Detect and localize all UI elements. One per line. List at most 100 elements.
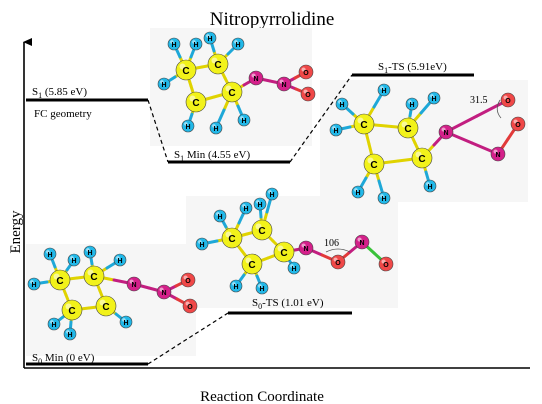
hydrogen-symbol: H	[185, 124, 190, 131]
carbon-symbol: C	[192, 98, 199, 109]
oxygen-symbol: O	[185, 278, 191, 285]
atom-highlight	[333, 257, 338, 262]
atom-highlight	[493, 149, 498, 154]
angle-s0-ts: 106	[324, 238, 339, 249]
carbon-symbol: C	[214, 60, 221, 71]
atom-highlight	[66, 330, 70, 334]
energy-axis-label: Energy	[8, 210, 24, 254]
atom-highlight	[212, 124, 216, 128]
oxygen-symbol: O	[303, 70, 309, 77]
atom-highlight	[503, 95, 508, 100]
carbon-symbol: C	[280, 248, 287, 259]
atom-highlight	[30, 280, 34, 284]
atom-highlight	[184, 122, 188, 126]
atom-highlight	[245, 257, 252, 264]
nitrogen-symbol: N	[253, 76, 258, 83]
hydrogen-symbol: H	[291, 266, 296, 273]
atom-highlight	[251, 73, 256, 78]
hydrogen-symbol: H	[199, 242, 204, 249]
hydrogen-symbol: H	[257, 202, 262, 209]
atom-highlight	[159, 287, 164, 292]
atom-highlight	[401, 121, 408, 128]
hydrogen-symbol: H	[259, 286, 264, 293]
atom-highlight	[192, 40, 196, 44]
atom-highlight	[53, 273, 60, 280]
hydrogen-symbol: H	[243, 206, 248, 213]
hydrogen-symbol: H	[233, 284, 238, 291]
atom-highlight	[225, 85, 232, 92]
atom-highlight	[116, 256, 120, 260]
atom-highlight	[185, 301, 190, 306]
angle-s1-ts: 31.5	[470, 95, 488, 106]
oxygen-symbol: O	[335, 260, 341, 267]
hydrogen-symbol: H	[207, 36, 212, 43]
atom-highlight	[232, 282, 236, 286]
atom-highlight	[380, 194, 384, 198]
atom-highlight	[129, 279, 134, 284]
nitrogen-symbol: N	[495, 152, 500, 159]
hydrogen-symbol: H	[339, 102, 344, 109]
atom-highlight	[225, 231, 232, 238]
hydrogen-symbol: H	[67, 332, 72, 339]
atom-highlight	[70, 256, 74, 260]
angle-arc-s1-ts	[496, 99, 502, 119]
hydrogen-symbol: H	[161, 82, 166, 89]
atom-highlight	[206, 34, 210, 38]
atom-highlight	[258, 284, 262, 288]
atom-highlight	[513, 119, 518, 124]
atom-highlight	[381, 259, 386, 264]
carbon-symbol: C	[102, 302, 109, 313]
atom-highlight	[99, 299, 106, 306]
atom-highlight	[234, 40, 238, 44]
hydrogen-symbol: H	[431, 96, 436, 103]
atom-highlight	[46, 250, 50, 254]
carbon-symbol: C	[258, 226, 265, 237]
atom-highlight	[50, 320, 54, 324]
molecule-panel-s1-ts	[320, 80, 528, 202]
hydrogen-symbol: H	[217, 214, 222, 221]
oxygen-symbol: O	[187, 304, 193, 311]
hydrogen-symbol: H	[241, 118, 246, 125]
hydrogen-symbol: H	[171, 42, 176, 49]
atom-highlight	[430, 94, 434, 98]
label-s0-ts: S0-TS (1.01 eV)	[252, 297, 324, 311]
atom-highlight	[189, 95, 196, 102]
oxygen-symbol: O	[383, 262, 389, 269]
atom-highlight	[426, 182, 430, 186]
hydrogen-symbol: H	[193, 42, 198, 49]
hydrogen-symbol: H	[213, 126, 218, 133]
hydrogen-symbol: H	[355, 190, 360, 197]
hydrogen-symbol: H	[269, 192, 274, 199]
atom-highlight	[367, 157, 374, 164]
label-s1-fc: S1 (5.85 eV)	[32, 86, 87, 100]
connector-s0min-to-s0ts	[147, 312, 229, 365]
atom-highlight	[255, 223, 262, 230]
carbon-symbol: C	[228, 88, 235, 99]
atom-highlight	[279, 79, 284, 84]
hydrogen-symbol: H	[31, 282, 36, 289]
nitrogen-symbol: N	[443, 130, 448, 137]
carbon-symbol: C	[56, 276, 63, 287]
hydrogen-symbol: H	[235, 42, 240, 49]
atom-highlight	[408, 100, 412, 104]
diagram-title: Nitropyrrolidine	[210, 9, 335, 30]
carbon-symbol: C	[404, 124, 411, 135]
angle-arc-s0-ts	[325, 248, 351, 253]
carbon-symbol: C	[228, 234, 235, 245]
label-s0-min: S0 Min (0 eV)	[32, 352, 95, 366]
atom-highlight	[86, 248, 90, 252]
nitrogen-symbol: N	[131, 282, 136, 289]
atom-highlight	[303, 89, 308, 94]
hydrogen-symbol: H	[427, 184, 432, 191]
atom-highlight	[332, 126, 336, 130]
hydrogen-symbol: H	[47, 252, 52, 259]
hydrogen-symbol: H	[381, 196, 386, 203]
atom-highlight	[122, 318, 126, 322]
hydrogen-symbol: H	[381, 88, 386, 95]
carbon-symbol: C	[360, 120, 367, 131]
connector-s1-to-s1min	[147, 99, 169, 163]
